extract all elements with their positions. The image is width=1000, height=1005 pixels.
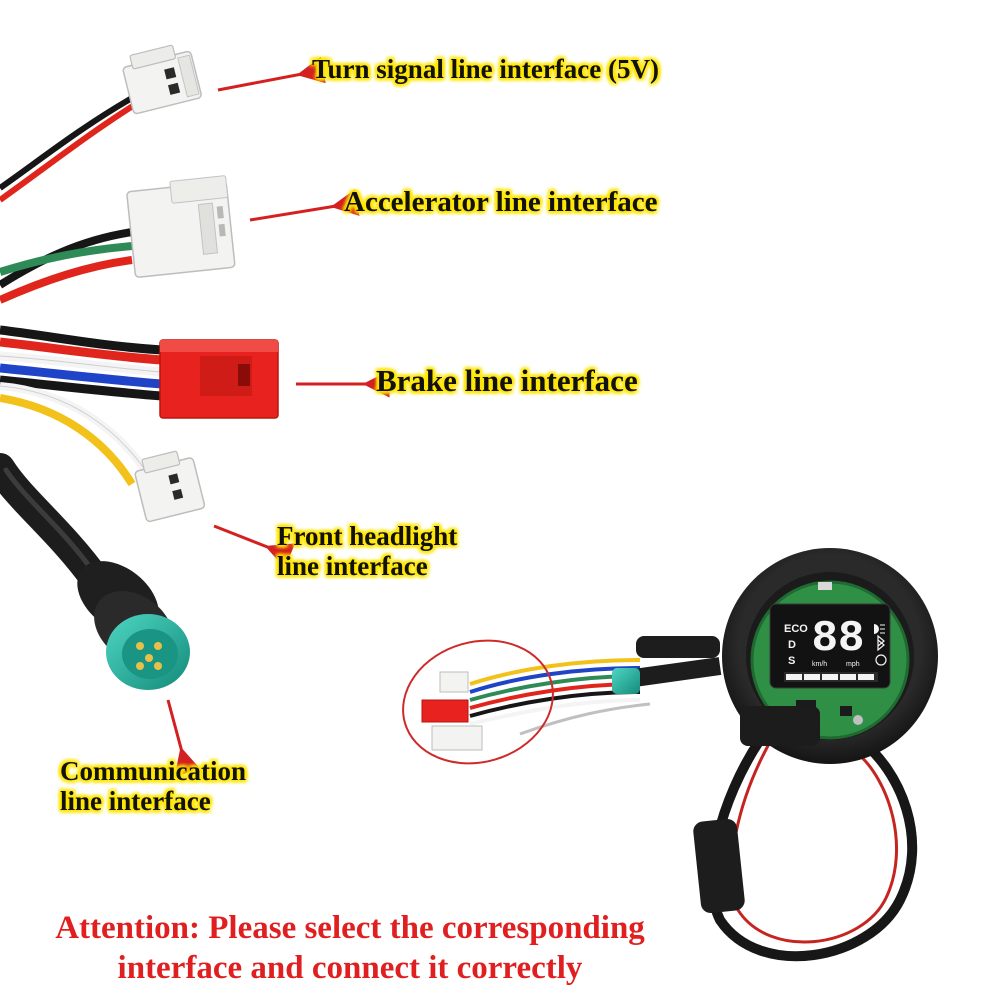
communication-cable bbox=[0, 453, 111, 595]
mini-turn-connector bbox=[439, 671, 469, 693]
pcb-component bbox=[818, 582, 832, 590]
battery-segment-4 bbox=[840, 674, 856, 680]
attention-line1: Attention: Please select the correspondi… bbox=[55, 910, 645, 946]
headlight-connector bbox=[134, 450, 206, 523]
battery-segment-5 bbox=[858, 674, 874, 680]
turn-signal-label: Turn signal line interface (5V) bbox=[312, 54, 659, 84]
attention-line2: interface and connect it correctly bbox=[117, 950, 583, 987]
mini-accel-connector bbox=[431, 725, 483, 751]
turn-signal-arrow bbox=[217, 56, 326, 92]
dashboard-loop-cable bbox=[707, 736, 918, 962]
ferrite-bead bbox=[693, 818, 745, 914]
communication-label: Communication line interface bbox=[60, 756, 246, 816]
headlight-status-icon bbox=[874, 624, 885, 634]
display-speed: 88 bbox=[812, 614, 865, 664]
display-unit-kmh: km/h bbox=[812, 661, 827, 668]
display-mode-s: S bbox=[788, 655, 795, 667]
brake-connector bbox=[159, 339, 279, 419]
label-arrows bbox=[166, 56, 390, 777]
communication-connector bbox=[77, 561, 190, 690]
warning-icon bbox=[875, 654, 887, 666]
brake-wire-blue bbox=[0, 363, 163, 389]
pcb-chip-2 bbox=[840, 706, 852, 716]
pcb-screw bbox=[853, 715, 863, 725]
display-mode-eco: ECO bbox=[784, 623, 808, 635]
brake-wire-red bbox=[0, 337, 163, 365]
battery-segment-3 bbox=[822, 674, 838, 680]
turn-signal-connector bbox=[122, 44, 202, 115]
dashboard-mount bbox=[740, 706, 820, 746]
accelerator-label-text: Accelerator line interface bbox=[344, 186, 658, 218]
turn-signal-wire-red bbox=[0, 101, 138, 203]
display-mode-d: D bbox=[788, 639, 796, 651]
accelerator-arrow bbox=[249, 189, 360, 222]
battery-segment-2 bbox=[804, 674, 820, 680]
mini-brake-connector bbox=[421, 699, 469, 723]
dashboard-lcd bbox=[769, 603, 891, 689]
accelerator-connector bbox=[126, 175, 236, 278]
dashboard-cable-sleeve bbox=[636, 636, 720, 658]
headlight-wire-yellow bbox=[0, 394, 136, 487]
wire-harness bbox=[0, 95, 163, 595]
turn-signal-label-text: Turn signal line interface (5V) bbox=[312, 54, 659, 84]
headlight-label-line2: line interface bbox=[277, 551, 428, 582]
turn-signal-wire-black bbox=[0, 95, 134, 191]
brake-wire-black-2 bbox=[0, 375, 163, 401]
communication-label-line1: Communication bbox=[60, 756, 247, 786]
connector-highlight-circle bbox=[402, 639, 554, 765]
headlight-wire-white-outline bbox=[0, 385, 149, 475]
accelerator-wire-red bbox=[0, 256, 133, 304]
dashboard-assembly: 88 ECO D S km/h mph bbox=[402, 548, 938, 962]
accelerator-wire-green bbox=[0, 242, 133, 276]
attention-notice: Attention: Please select the correspondi… bbox=[0, 908, 700, 989]
communication-arrow bbox=[166, 699, 201, 777]
headlight-label: Front headlight line interface bbox=[277, 521, 457, 581]
accelerator-label: Accelerator line interface bbox=[344, 186, 657, 218]
bluetooth-icon bbox=[877, 634, 885, 652]
display-unit-mph: mph bbox=[846, 661, 860, 668]
headlight-arrow bbox=[213, 524, 296, 569]
brake-wire-white-outline bbox=[0, 355, 163, 373]
brake-label-text: Brake line interface bbox=[376, 363, 638, 398]
mini-communication-plug bbox=[612, 668, 640, 694]
communication-label-line2: line interface bbox=[60, 786, 211, 817]
headlight-label-line1: Front headlight bbox=[277, 521, 458, 551]
brake-label: Brake line interface bbox=[376, 363, 638, 399]
battery-segment-1 bbox=[786, 674, 802, 680]
brake-wire-black bbox=[0, 325, 163, 355]
